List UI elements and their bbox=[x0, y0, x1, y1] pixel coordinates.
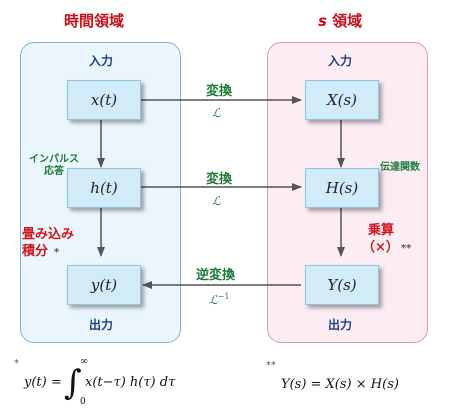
X-s-box: X(s) bbox=[305, 80, 379, 120]
footnote-star-1: * bbox=[14, 358, 19, 369]
impulse-response-label: インパルス 応答 bbox=[24, 154, 84, 178]
multiplication-line1: 乗算 bbox=[368, 223, 395, 238]
multiplication-star: ** bbox=[400, 243, 412, 254]
convolution-label: 畳み込み 積分 * bbox=[22, 226, 74, 261]
transform-label-2: 変換 bbox=[206, 172, 233, 187]
h-t-box: h(t) bbox=[67, 168, 141, 208]
y-t-box: y(t) bbox=[67, 265, 141, 305]
equation-1-upper-limit: ∞ bbox=[80, 356, 89, 367]
time-output-label: 出力 bbox=[88, 318, 113, 332]
impulse-response-line1: インパルス bbox=[29, 154, 79, 165]
Y-s-box: Y(s) bbox=[305, 265, 379, 305]
time-domain-heading: 時間領域 bbox=[64, 12, 125, 30]
s-domain-heading-text: 領域 bbox=[326, 12, 363, 30]
impulse-response-line2: 応答 bbox=[44, 166, 64, 177]
multiplication-label: 乗算 （×）** bbox=[362, 222, 411, 257]
inverse-transform-label: 逆変換 bbox=[196, 268, 236, 283]
footnote-star-2: ** bbox=[266, 360, 276, 371]
convolution-line2-text: 積分 bbox=[22, 244, 49, 259]
laplace-symbol-2: ℒ bbox=[212, 194, 221, 208]
s-variable: s bbox=[318, 12, 327, 30]
laplace-symbol-1: ℒ bbox=[212, 106, 221, 120]
convolution-line1: 畳み込み bbox=[22, 227, 75, 242]
laplace-inverse-sup: −1 bbox=[217, 292, 230, 301]
s-input-label: 入力 bbox=[327, 54, 352, 68]
equation-1-lower-limit: 0 bbox=[80, 397, 86, 407]
H-s-box: H(s) bbox=[305, 168, 379, 208]
transfer-function-label: 伝達関数 bbox=[380, 162, 420, 173]
laplace-inverse-L: ℒ bbox=[209, 293, 218, 307]
s-domain-heading: s 領域 bbox=[318, 10, 362, 31]
transform-label-1: 変換 bbox=[206, 84, 233, 99]
equation-2: Y(s) = X(s) × H(s) bbox=[281, 377, 399, 392]
time-input-label: 入力 bbox=[88, 54, 113, 68]
laplace-inverse-symbol: ℒ−1 bbox=[209, 292, 229, 307]
x-t-box: x(t) bbox=[67, 80, 141, 120]
convolution-star: * bbox=[54, 247, 60, 258]
integral-sign: ∫ bbox=[64, 363, 82, 403]
equation-1-body: x(t−τ) h(τ) dτ bbox=[85, 375, 176, 390]
multiplication-line2-text: （×） bbox=[362, 240, 399, 255]
equation-1-lhs: y(t) = bbox=[24, 375, 62, 390]
s-output-label: 出力 bbox=[327, 318, 352, 332]
multiplication-line2: （×）** bbox=[362, 239, 411, 257]
convolution-line2: 積分 * bbox=[22, 243, 74, 261]
